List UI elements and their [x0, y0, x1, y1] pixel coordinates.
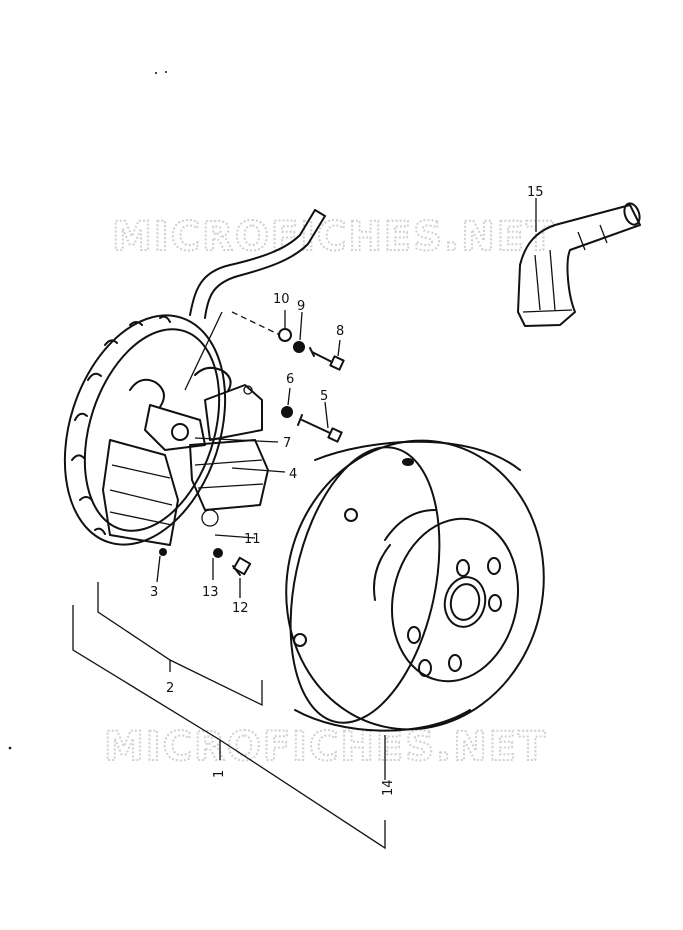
callout-4: 4: [289, 467, 297, 482]
leader-lines: [72, 198, 537, 850]
spark-plug-cap: [517, 202, 641, 327]
callout-3: 3: [150, 585, 158, 600]
flywheel-rotor: [285, 439, 545, 732]
callout-6: 6: [286, 372, 294, 387]
stator-base-plate: [63, 314, 227, 546]
stray-dots: [8, 71, 167, 750]
callout-15: 15: [527, 185, 544, 200]
stator-coils: [102, 366, 269, 556]
callout-12: 12: [232, 601, 249, 616]
callout-8: 8: [336, 324, 344, 339]
screw-set-lower: [213, 548, 252, 576]
callout-13: 13: [202, 585, 219, 600]
callout-11: 11: [244, 532, 261, 547]
callout-5: 5: [320, 389, 328, 404]
callout-7: 7: [283, 436, 291, 451]
watermark-top: MICROFICHES.NET: [112, 214, 555, 260]
callout-14: 14: [381, 779, 396, 796]
screw-set-middle: [281, 406, 343, 443]
screw-set-upper: [278, 328, 345, 371]
stator-lead-wire: [189, 209, 326, 319]
callout-10: 10: [273, 292, 290, 307]
watermark-bottom: MICROFICHES.NET: [104, 724, 547, 770]
callout-labels: 1 2 3 4 5 6 7 8 9 10 11 12 13 14 15: [150, 185, 544, 796]
callout-2: 2: [166, 681, 174, 696]
callout-1: 1: [212, 770, 227, 778]
callout-9: 9: [297, 299, 305, 314]
